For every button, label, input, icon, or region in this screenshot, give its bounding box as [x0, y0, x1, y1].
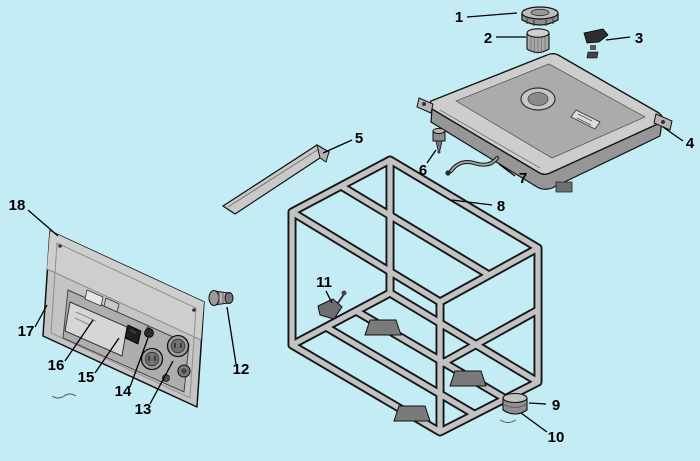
callout-label-13: 13 — [135, 401, 152, 418]
tank-filler-hole — [527, 92, 549, 106]
leader-line-4 — [662, 126, 684, 142]
bracket-bolt-shaft — [337, 293, 345, 304]
leader-line-13 — [149, 360, 174, 405]
tank-groove — [439, 109, 541, 169]
rocker-switch-line — [129, 329, 137, 334]
callout-label-10: 10 — [548, 429, 565, 446]
joint-tip — [437, 150, 441, 154]
plate-label-line2 — [74, 317, 91, 326]
panel-screw-2 — [192, 308, 196, 312]
callout-label-2: 2 — [484, 30, 492, 47]
rocker-switch — [124, 324, 142, 345]
small-bracket-part — [317, 290, 347, 320]
dc-outlet-center — [181, 368, 187, 374]
callout-label-9: 9 — [552, 397, 560, 414]
callout-label-4: 4 — [686, 135, 695, 152]
leader-line-10 — [520, 412, 548, 433]
tank-emblem-line1 — [577, 113, 593, 122]
tank-tab-bolt-right — [661, 120, 665, 124]
engine-mount-bracket-a — [364, 319, 402, 336]
leader-line-12 — [226, 306, 237, 365]
foot-groove — [502, 403, 528, 408]
hose-core — [450, 157, 498, 172]
panel-top-band — [47, 231, 204, 340]
cross-bar-ridge — [227, 146, 323, 208]
valve-lever-part — [583, 28, 609, 59]
callout-label-3: 3 — [635, 30, 643, 47]
bracket-bolt-head — [341, 290, 347, 296]
control-panel-part — [42, 230, 205, 408]
leader-lines — [27, 12, 684, 433]
cross-bar-part — [221, 143, 331, 215]
callout-label-5: 5 — [355, 130, 363, 147]
engine-mount-bracket-b — [449, 370, 487, 387]
cap-top-inner — [530, 8, 550, 17]
knob-part — [208, 290, 234, 306]
leader-line-18 — [27, 209, 59, 237]
callout-label-15: 15 — [78, 369, 95, 386]
receptacle-1-face — [144, 351, 160, 367]
callout-label-12: 12 — [233, 361, 250, 378]
frame-part — [287, 155, 543, 437]
callout-label-16: 16 — [48, 357, 65, 374]
leader-line-5 — [322, 139, 353, 154]
fuel-tank-part — [416, 53, 673, 193]
panel-rim-line — [50, 242, 197, 399]
panel-meter-window — [84, 289, 104, 307]
rubber-foot-part — [499, 392, 528, 423]
leader-line-14 — [129, 337, 149, 388]
lever-stem — [590, 45, 596, 50]
frame-foot-bracket — [393, 405, 431, 422]
foot-top — [502, 392, 528, 404]
leader-line-3 — [605, 36, 631, 41]
leader-line-8 — [451, 199, 493, 206]
leader-line-9 — [528, 402, 547, 405]
leader-line-7 — [498, 163, 516, 177]
fuel-hose-part — [445, 156, 499, 176]
panel-top-groove — [46, 268, 202, 341]
fuel-cap-part — [521, 6, 559, 26]
joint-top — [432, 127, 446, 135]
knob-back — [208, 290, 220, 306]
leader-line-11 — [325, 290, 333, 304]
lever-body — [583, 28, 609, 44]
callout-label-6: 6 — [419, 162, 427, 179]
strainer-rim — [526, 28, 550, 38]
frame-tubes-core — [289, 157, 541, 435]
callout-label-8: 8 — [497, 198, 505, 215]
cross-bar-flange — [316, 143, 330, 163]
callout-label-17: 17 — [18, 323, 35, 340]
tank-tab-bolt-left — [422, 102, 426, 106]
tank-emblem — [570, 109, 601, 130]
callout-label-7: 7 — [519, 170, 527, 187]
leader-line-6 — [426, 149, 437, 164]
leader-line-17 — [34, 304, 48, 328]
hose-clamp — [445, 170, 451, 176]
callout-label-1: 1 — [455, 9, 463, 26]
callout-label-14: 14 — [115, 383, 132, 400]
knob-front — [224, 292, 234, 304]
plate-label-line1 — [75, 311, 97, 322]
panel-label-plate — [103, 297, 120, 313]
tank-foot — [555, 181, 573, 193]
shadow-mark — [51, 393, 77, 399]
lever-clip — [586, 51, 599, 59]
fuel-strainer-part — [526, 28, 550, 54]
callout-labels: 1 2 3 4 5 6 7 8 9 10 11 12 13 14 15 16 1… — [9, 9, 695, 446]
shadow-mark — [499, 419, 517, 423]
joint-nipple — [435, 140, 443, 151]
tank-recessed-panel — [455, 63, 646, 159]
leader-line-16 — [64, 319, 94, 362]
receptacle-2-face — [170, 338, 186, 354]
callout-label-11: 11 — [316, 274, 332, 291]
callout-label-18: 18 — [9, 197, 26, 214]
leader-line-15 — [94, 337, 120, 374]
panel-screw-1 — [58, 244, 62, 248]
circuit-breaker — [144, 328, 154, 338]
tank-emblem-line2 — [576, 117, 592, 126]
control-plate — [64, 301, 128, 357]
fuel-joint-part — [432, 127, 446, 154]
leader-line-1 — [466, 12, 518, 18]
